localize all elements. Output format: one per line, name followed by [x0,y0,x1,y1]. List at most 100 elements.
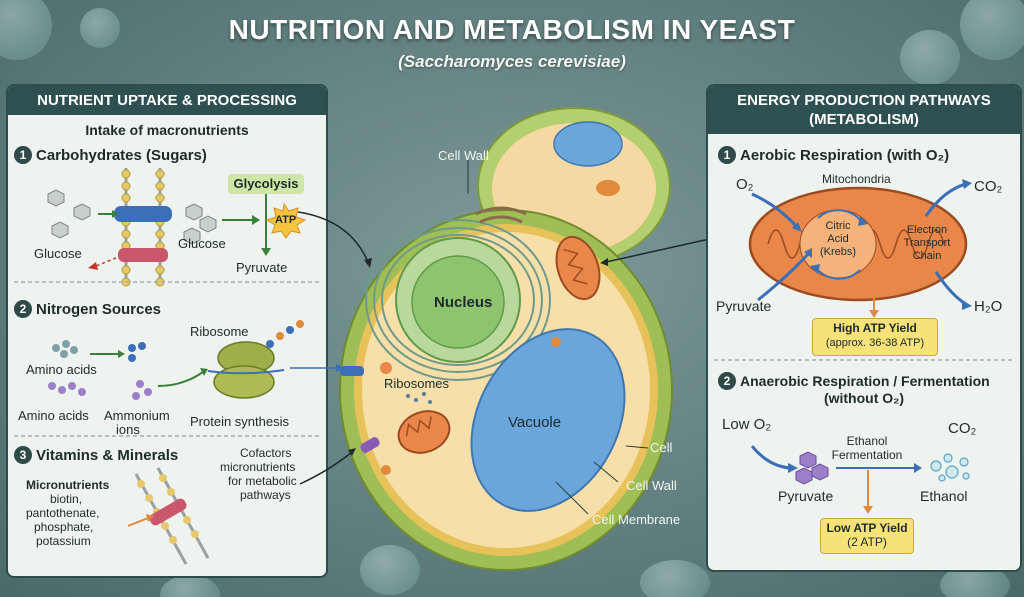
page-title: NUTRITION AND METABOLISM IN YEAST [228,14,796,45]
vitamin-membrane [134,467,210,565]
cofactors-text: Cofactors [240,446,292,460]
endoplasmic-reticulum [365,219,551,381]
micronutrient-item: pantothenate, [26,506,100,520]
ribosomes-label: Ribosomes [384,376,450,391]
micronutrient-item: phosphate, [34,520,94,534]
section-number: 2 [718,372,736,390]
ammonium-label: Ammonium [104,408,170,423]
golgi-apparatus [475,206,527,224]
glycolysis-badge: Glycolysis [228,174,304,194]
atp-label: ATP [275,214,297,226]
yield-line: (2 ATP) [847,535,887,549]
pyruvate-anaerobic-label: Pyruvate [778,488,834,504]
ethanol-label: Ethanol [920,488,968,504]
vacuole-label: Vacuole [508,414,562,431]
krebs-label: Citric Acid (Krebs) [816,220,860,259]
ethanol-fermentation-label: Ethanol Fermentation [820,434,914,462]
nutrient-uptake-panel: NUTRIENT UPTAKE & PROCESSING Intake of m… [6,84,328,578]
mitochondria-illustration [714,179,1014,514]
intro-text: Intake of macronutrients [85,122,249,138]
amino-acids-label: Amino acids [18,408,89,423]
cell-membrane-label: Cell Membrane [592,512,681,527]
etc-label: Electron Transport Chain [898,224,956,263]
mitochondrion [397,410,451,454]
yield-line: High ATP Yield [833,321,917,335]
amino-acids-label: Amino acids [26,362,97,377]
section-number: 1 [718,146,736,164]
atp-starburst [265,202,307,239]
cofactors-text: for metabolic [228,474,297,488]
section-title-text: Aerobic Respiration (with O₂) [740,147,950,164]
krebs-line: Acid [827,233,849,245]
yield-line: Low ATP Yield [826,521,908,535]
micronutrients-label: Micronutrients [26,478,110,492]
krebs-line: Citric [825,220,851,232]
vacuole-shape [470,328,626,512]
section-number: 1 [14,146,32,164]
section-number: 2 [14,300,32,318]
section-title-text: Vitamins & Minerals [36,447,179,464]
co2-label-anaerobic: CO₂ [948,420,977,437]
section-title-text: Carbohydrates (Sugars) [36,147,207,164]
ribosome-illustration [207,320,304,399]
right-panel-header: ENERGY PRODUCTION PATHWAYS (METABOLISM) [708,86,1020,134]
glucose-inside-label: Glucose [178,236,226,251]
nucleus-core [411,255,505,349]
fermentation-line: Fermentation [831,448,903,462]
left-panel-header: NUTRIENT UPTAKE & PROCESSING [8,86,326,115]
glucose-molecules-inside [183,203,217,245]
etc-line: Chain [912,250,942,262]
yield-line: (approx. 36-38 ATP) [825,337,925,349]
carbohydrate-uptake-illustration [14,168,320,565]
krebs-line: (Krebs) [819,246,857,258]
energy-pathways-panel: ENERGY PRODUCTION PATHWAYS (METABOLISM) … [706,84,1022,572]
background-yeast-cell [960,0,1024,60]
glucose-molecules-outside [47,189,91,239]
cell-wall-label: Cell Wall [626,478,677,493]
section-title-text: Nitrogen Sources [36,301,162,318]
o2-label: O₂ [736,176,754,193]
cofactors-text: pathways [240,488,291,502]
section-number: 3 [14,446,32,464]
background-yeast-cell [360,545,420,595]
glucose-outside-label: Glucose [34,246,82,261]
mitochondrion [555,235,601,301]
page-subtitle: (Saccharomyces cerevisiae) [398,52,626,71]
section-title-text: Anaerobic Respiration / Fermentation [740,373,990,389]
co2-label-aerobic: CO₂ [974,178,1003,195]
protein-synthesis-label: Protein synthesis [190,414,289,429]
background-yeast-cell [900,30,960,85]
micronutrient-item: potassium [36,534,91,548]
ribosome-label: Ribosome [190,324,249,339]
nucleus-label: Nucleus [434,294,493,311]
low-atp-yield-badge: Low ATP Yield (2 ATP) [820,518,914,554]
membrane-bilayer [114,168,172,287]
mitochondria-label: Mitochondria [822,172,891,186]
cell-label: Cell [650,440,673,455]
bud-vacuole [553,121,623,167]
background-yeast-cell [80,8,120,48]
membrane-transporter [360,437,380,453]
cell-wall-top-label: Cell Wall [438,148,489,163]
fermentation-line: Ethanol [846,434,888,448]
ammonium-ions-label: ions [116,422,140,437]
right-header-line2: (METABOLISM) [809,111,919,128]
background-yeast-cell [640,560,710,597]
membrane-transporter [340,366,364,376]
etc-line: Electron [906,224,948,236]
cofactors-text: micronutrients [220,460,296,474]
h2o-label: H₂O [974,298,1003,315]
pyruvate-aerobic-label: Pyruvate [716,298,772,314]
low-o2-label: Low O₂ [722,416,772,433]
pyruvate-label: Pyruvate [236,260,288,275]
right-header-line1: ENERGY PRODUCTION PATHWAYS [737,92,991,109]
background-yeast-cell [160,575,220,597]
amino-acid-molecules [48,340,152,400]
